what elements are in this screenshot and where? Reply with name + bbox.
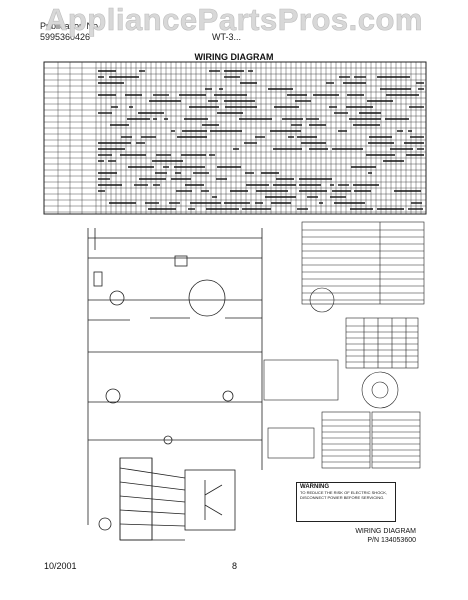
wire (119, 509, 186, 515)
wire (204, 484, 223, 496)
right-tables (263, 221, 425, 469)
footer-page-number: 8 (232, 561, 238, 571)
watermark-text: AppliancePartsPros.com (45, 2, 423, 38)
publication-number: 5995360426 (40, 32, 91, 42)
warning-heading: WARNING (300, 484, 329, 490)
publication-label: Publication No. (40, 21, 101, 31)
wire (119, 481, 186, 491)
warning-box: WARNING TO REDUCE THE RISK OF ELECTRIC S… (296, 482, 396, 522)
wire (119, 495, 186, 503)
model-number: WT-3... (212, 32, 241, 42)
diagram-caption-title: WIRING DIAGRAM (355, 528, 416, 535)
timer-chart (43, 61, 427, 215)
diagram-caption-part: P/N 134053600 (367, 537, 416, 544)
page-title: WIRING DIAGRAM (194, 52, 274, 62)
wire (119, 523, 186, 527)
warning-text: TO REDUCE THE RISK OF ELECTRIC SHOCK, DI… (300, 490, 387, 500)
wire (204, 504, 223, 516)
footer-date: 10/2001 (44, 561, 77, 571)
wire (119, 467, 186, 479)
schematic (87, 228, 263, 541)
